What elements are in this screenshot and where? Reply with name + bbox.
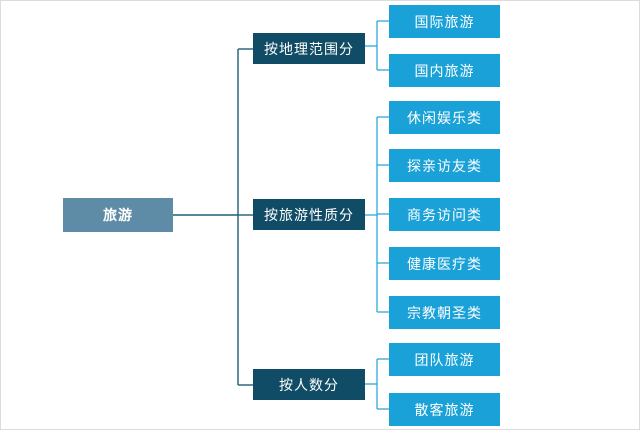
leaf-node-visiting-relatives: 探亲访友类 <box>389 149 500 182</box>
category-node-nature: 按旅游性质分 <box>253 199 365 230</box>
leaf-node-pilgrimage: 宗教朝圣类 <box>389 296 500 329</box>
category-node-geography: 按地理范围分 <box>253 33 365 64</box>
leaf-node-group-tour: 团队旅游 <box>389 343 500 376</box>
leaf-node-individual-tour: 散客旅游 <box>389 393 500 426</box>
category-node-group-size: 按人数分 <box>253 369 365 400</box>
leaf-node-leisure: 休闲娱乐类 <box>389 101 500 134</box>
root-node: 旅游 <box>63 198 173 232</box>
leaf-node-international: 国际旅游 <box>389 5 500 38</box>
leaf-node-domestic: 国内旅游 <box>389 54 500 87</box>
leaf-node-health: 健康医疗类 <box>389 247 500 280</box>
leaf-node-business: 商务访问类 <box>389 198 500 231</box>
